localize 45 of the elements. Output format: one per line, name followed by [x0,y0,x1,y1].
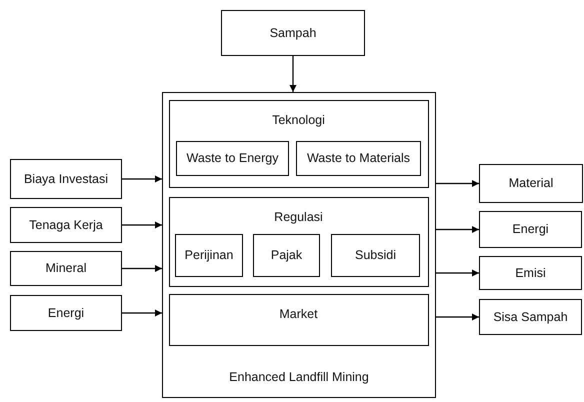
node-label: Subsidi [355,248,396,263]
node-label: Energi [48,306,84,320]
arrow [122,310,162,316]
arrow [122,176,162,182]
process-box [176,141,289,176]
process-box [331,234,420,277]
arrow [436,314,479,320]
node-label: Market [279,306,318,321]
arrow [122,265,162,272]
node-label: Teknologi [272,112,325,127]
process-box [175,234,243,277]
process-box [479,211,582,248]
process-box [10,251,122,286]
node-label: Sampah [270,26,316,40]
node-label: Energi [512,222,549,237]
process-box [168,294,428,346]
node-label: Tenaga Kerja [29,218,103,232]
process-box [168,100,428,188]
node-label: Pajak [270,248,302,263]
node-label: Emisi [515,266,546,280]
arrow [290,56,296,92]
process-box [296,141,421,176]
arrow [436,226,479,233]
node-label: Biaya Investasi [24,172,108,186]
arrow [436,270,479,276]
node-label: Regulasi [274,210,323,224]
arrow [436,180,479,187]
process-box [10,159,122,199]
arrow [122,222,162,228]
process-box [253,234,320,277]
process-box [479,299,582,335]
node-label: Waste to Energy [186,151,278,166]
process-box [168,196,428,286]
process-box [10,207,122,243]
node-label: Enhanced Landfill Mining [229,370,369,384]
node-label: Material [508,176,554,191]
node-label: Mineral [46,261,86,276]
node-label: Perijinan [184,248,234,263]
process-box [10,295,122,331]
process-box [162,92,436,398]
process-box [479,256,582,290]
process-box [479,164,583,203]
node-label: Sisa Sampah [493,310,568,324]
process-box [221,10,365,56]
node-label: Waste to Materials [306,151,410,166]
